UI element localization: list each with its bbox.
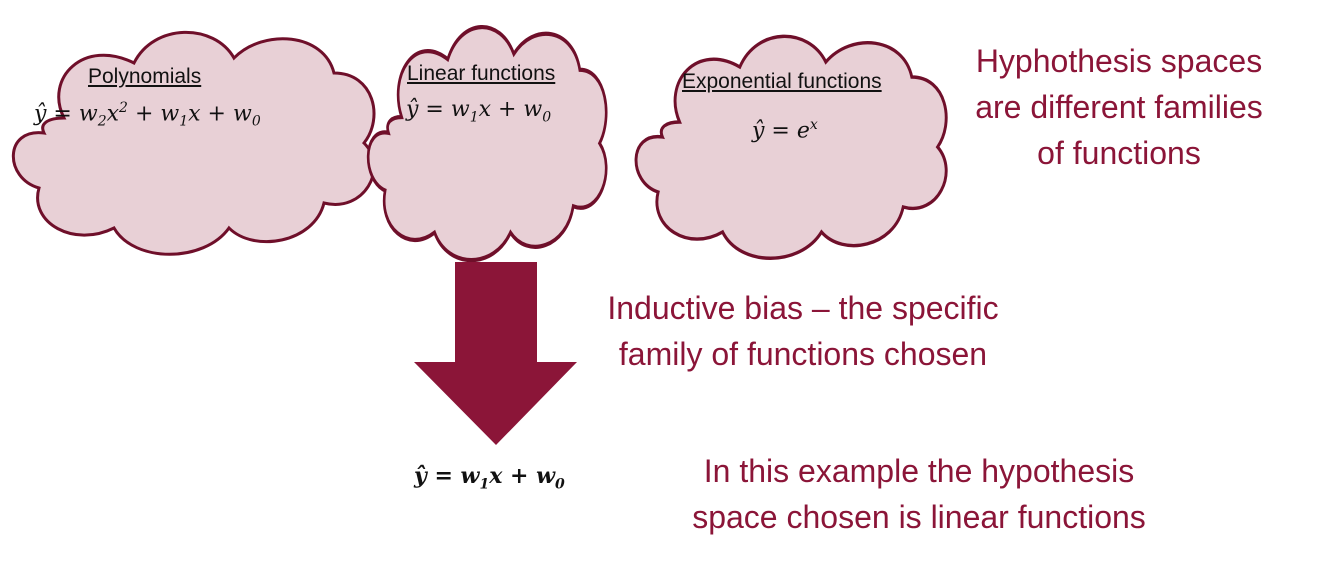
equation-polynomials: ŷ = w2x2 + w1x + w0 [34,100,261,130]
cloud-label-linear-functions: Linear functions [407,62,556,85]
down-arrow-icon [414,262,577,445]
note-line: are different families [975,89,1263,125]
equation-linear-functions: ŷ = w1x + w0 [406,97,552,126]
note-inductive-bias: Inductive bias – the specific family of … [583,285,1023,377]
note-line: In this example the hypothesis [703,453,1135,489]
note-example: In this example the hypothesis space cho… [648,448,1190,540]
cloud-label-polynomials: Polynomials [88,65,202,88]
chosen-equation: ŷ = w1x + w0 [414,463,565,493]
equation-exponential-functions: ŷ = ex [752,117,818,144]
note-line: of functions [1037,135,1201,171]
note-line: Inductive bias – the specific [607,290,999,326]
cloud-label-exponential-functions: Exponential functions [682,70,882,93]
note-line: space chosen is linear functions [692,499,1146,535]
note-line: Hyphothesis spaces [975,43,1263,79]
note-line: family of functions chosen [618,336,988,372]
note-hypothesis-spaces: Hyphothesis spaces are different familie… [948,38,1290,176]
